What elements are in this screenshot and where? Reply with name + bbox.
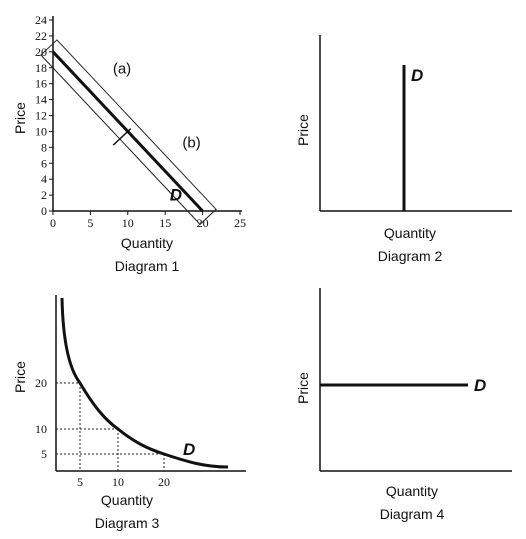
diagram-1-y-tick-label: 20: [35, 45, 47, 59]
diagram-1-y-tick-label: 0: [41, 204, 47, 218]
diagram-3-x-axis-title: Quantity: [101, 492, 153, 508]
diagram-1-x-tick-label: 0: [50, 216, 56, 230]
diagram-1-y-tick-label: 4: [41, 172, 47, 186]
diagram-1-midpoint-divider: [112, 128, 132, 146]
diagram-1-y-tick-label: 18: [35, 61, 47, 75]
diagram-1-y-tick-label: 2: [41, 188, 47, 202]
diagram-1-x-axis-title: Quantity: [121, 235, 173, 251]
diagram-3-x-tick-10: 10: [112, 475, 124, 489]
diagram-3: 20 10 5 5 10 20 D Price Quantity Diagram…: [12, 295, 246, 531]
diagram-3-demand-curve: [60, 297, 229, 469]
diagram-1-caption: Diagram 1: [115, 258, 180, 274]
diagram-1-label-a: (a): [113, 60, 131, 77]
diagram-1-y-tick-label: 24: [35, 13, 47, 27]
diagram-2-caption: Diagram 2: [378, 248, 443, 264]
diagram-1-y-tick-label: 10: [35, 124, 47, 138]
diagram-3-caption: Diagram 3: [95, 515, 160, 531]
diagram-3-y-tick-20: 20: [35, 376, 47, 390]
diagram-1-x-tick-label: 15: [159, 216, 171, 230]
diagram-4-demand-label: D: [474, 376, 486, 395]
diagram-1-y-tick-label: 16: [35, 77, 47, 91]
diagram-3-guide-lines: [56, 382, 165, 471]
diagram-1-axes: [52, 16, 242, 212]
diagram-3-y-tick-10: 10: [35, 422, 47, 436]
diagram-1-y-axis-title: Price: [12, 102, 28, 134]
diagram-4-x-axis-title: Quantity: [386, 483, 438, 499]
diagram-3-x-tick-20: 20: [158, 475, 170, 489]
diagram-3-demand-label: D: [183, 440, 195, 459]
diagram-1-y-tick-label: 8: [41, 140, 47, 154]
diagram-1-y-tick-label: 6: [41, 156, 47, 170]
diagram-2: D Price Quantity Diagram 2: [295, 35, 512, 264]
diagram-2-demand-label: D: [411, 66, 423, 85]
diagram-2-x-axis-title: Quantity: [384, 225, 436, 241]
diagram-1-demand-label: D: [170, 186, 182, 205]
diagram-1-y-tick-label: 12: [35, 109, 47, 123]
diagram-1-y-tick-label: 14: [35, 93, 47, 107]
diagram-3-x-tick-5: 5: [77, 475, 83, 489]
diagram-1-x-tick-label: 25: [234, 216, 246, 230]
diagram-1-x-tick-label: 10: [122, 216, 134, 230]
diagram-1-y-tick-label: 22: [35, 29, 47, 43]
diagram-4-y-axis-title: Price: [295, 372, 311, 404]
diagram-4: D Price Quantity Diagram 4: [295, 288, 512, 522]
diagram-3-y-axis-title: Price: [12, 361, 28, 393]
diagram-1-x-tick-label: 5: [87, 216, 93, 230]
diagram-2-y-axis-title: Price: [295, 114, 311, 146]
diagram-4-caption: Diagram 4: [380, 506, 445, 522]
diagram-1-label-b: (b): [182, 134, 200, 151]
diagram-3-y-tick-5: 5: [41, 447, 47, 461]
diagram-1-elasticity-box: [40, 39, 217, 226]
